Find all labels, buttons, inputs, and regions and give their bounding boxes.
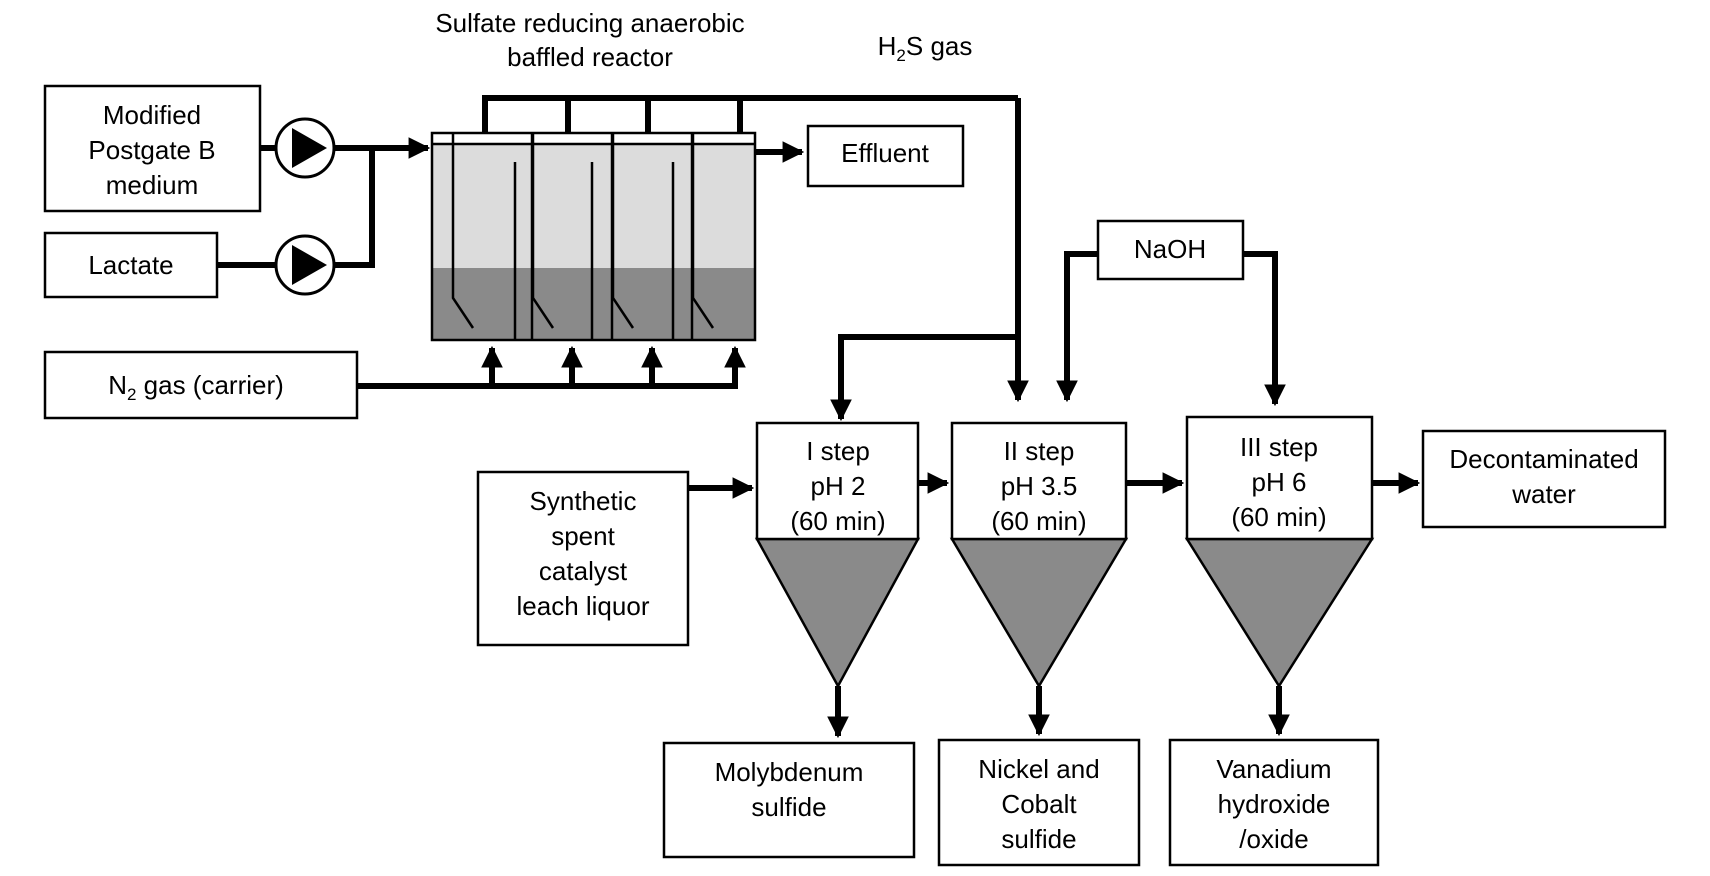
naoh-box: NaOH bbox=[1096, 219, 1245, 281]
product3-line3: /oxide bbox=[1239, 824, 1308, 854]
n2-gas-box: N2 gas (carrier) bbox=[43, 350, 359, 420]
effluent-label: Effluent bbox=[841, 138, 929, 168]
lactate-label: Lactate bbox=[88, 250, 173, 280]
effluent-box: Effluent bbox=[806, 124, 965, 188]
product2-line2: Cobalt bbox=[1001, 789, 1077, 819]
molybdenum-sulfide-box: Molybdenum sulfide bbox=[662, 741, 916, 859]
water-label-line1: Decontaminated bbox=[1449, 444, 1638, 474]
leach-label-line2: spent bbox=[551, 521, 615, 551]
h2s-gas-label: H2S gas bbox=[878, 31, 973, 65]
product2-line1: Nickel and bbox=[978, 754, 1099, 784]
step3-tank: III step pH 6 (60 min) bbox=[1184, 415, 1375, 689]
reactor-liquid-lower bbox=[432, 268, 755, 340]
h2s-branch-step1 bbox=[830, 334, 1018, 422]
medium-label-line3: medium bbox=[106, 170, 198, 200]
product1-line2: sulfide bbox=[751, 792, 826, 822]
step1-line3: (60 min) bbox=[790, 506, 885, 536]
baffled-reactor bbox=[430, 131, 757, 342]
product3-line2: hydroxide bbox=[1218, 789, 1331, 819]
decontaminated-water-box: Decontaminated water bbox=[1421, 429, 1667, 529]
product2-line3: sulfide bbox=[1001, 824, 1076, 854]
lactate-box: Lactate bbox=[43, 231, 219, 299]
step1-line1: I step bbox=[806, 436, 870, 466]
pump-icon bbox=[274, 234, 336, 296]
leach-label-line1: Synthetic bbox=[530, 486, 637, 516]
reactor-liquid-upper bbox=[432, 144, 755, 268]
lactate-junction-pipe bbox=[334, 148, 375, 268]
step3-sludge bbox=[1184, 537, 1375, 689]
leach-label-line3: catalyst bbox=[539, 556, 628, 586]
reactor-title-line2: baffled reactor bbox=[507, 42, 673, 72]
step3-line3: (60 min) bbox=[1231, 502, 1326, 532]
step1-line2: pH 2 bbox=[811, 471, 866, 501]
reactor-title-line1: Sulfate reducing anaerobic bbox=[435, 8, 744, 38]
step1-tank: I step pH 2 (60 min) bbox=[754, 421, 921, 689]
pump-icon bbox=[274, 117, 336, 179]
product1-line1: Molybdenum bbox=[715, 757, 864, 787]
water-label-line2: water bbox=[1511, 479, 1576, 509]
naoh-to-step3-pipe bbox=[1243, 251, 1286, 407]
medium-label-line2: Postgate B bbox=[88, 135, 215, 165]
step3-line2: pH 6 bbox=[1252, 467, 1307, 497]
step2-sludge bbox=[949, 537, 1129, 689]
product3-line1: Vanadium bbox=[1216, 754, 1331, 784]
step3-line1: III step bbox=[1240, 432, 1318, 462]
nickel-cobalt-sulfide-box: Nickel and Cobalt sulfide bbox=[937, 738, 1141, 867]
step2-line1: II step bbox=[1004, 436, 1075, 466]
step2-line3: (60 min) bbox=[991, 506, 1086, 536]
step2-line2: pH 3.5 bbox=[1001, 471, 1078, 501]
naoh-to-step2-pipe bbox=[1056, 251, 1098, 403]
naoh-label: NaOH bbox=[1134, 234, 1206, 264]
medium-box: Modified Postgate B medium bbox=[43, 84, 262, 213]
vanadium-hydroxide-box: Vanadium hydroxide /oxide bbox=[1168, 738, 1380, 867]
step1-sludge bbox=[754, 537, 921, 689]
leach-liquor-box: Synthetic spent catalyst leach liquor bbox=[476, 470, 690, 647]
n2-gas-label: N2 gas (carrier) bbox=[108, 370, 284, 404]
step2-tank: II step pH 3.5 (60 min) bbox=[949, 421, 1129, 689]
h2s-header-pipe bbox=[482, 95, 1018, 133]
medium-label-line1: Modified bbox=[103, 100, 201, 130]
leach-label-line4: leach liquor bbox=[517, 591, 650, 621]
